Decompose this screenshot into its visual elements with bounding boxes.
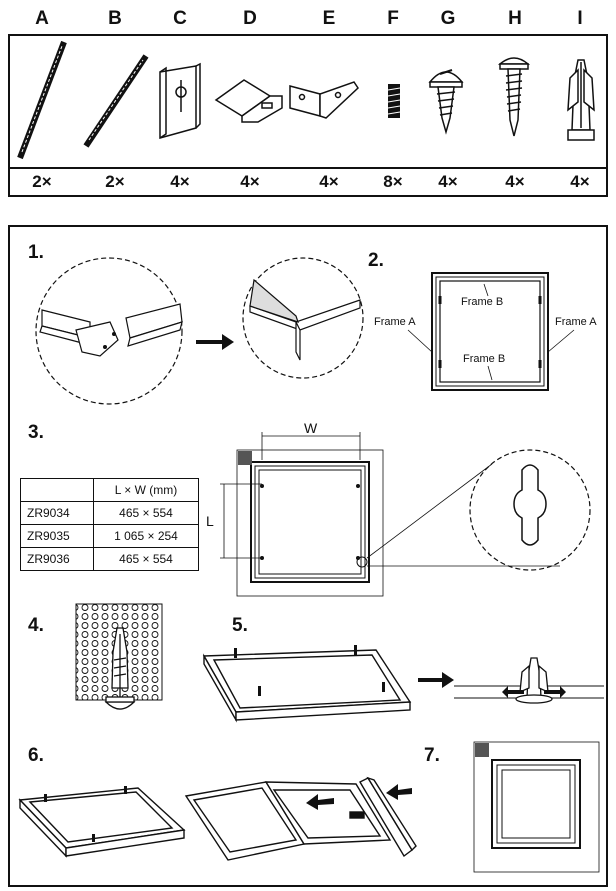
instructions-box bbox=[8, 225, 608, 887]
table-header-dims: L × W (mm) bbox=[93, 478, 199, 502]
corner-hatch bbox=[238, 451, 252, 465]
table-cell-model: ZR9036 bbox=[20, 547, 94, 571]
step-1-number: 1. bbox=[28, 242, 44, 263]
angle-bracket-d-icon bbox=[214, 79, 283, 123]
step-7-number: 7. bbox=[424, 745, 440, 766]
arrow-left-icon-2 bbox=[386, 784, 412, 800]
screw-h-icon bbox=[497, 57, 531, 137]
frame-b-top-label: Frame B bbox=[461, 296, 504, 308]
part-qty-g: 4× bbox=[438, 172, 458, 191]
part-letter-e: E bbox=[322, 8, 336, 29]
step-4-number: 4. bbox=[28, 615, 44, 636]
plug-expand-icon bbox=[515, 657, 553, 704]
part-letter-b: B bbox=[108, 8, 122, 29]
part-letter-f: F bbox=[387, 8, 399, 29]
angle-bracket-e-icon bbox=[289, 81, 359, 119]
arrow-right-icon bbox=[418, 672, 454, 688]
keyhole-icon bbox=[513, 464, 547, 546]
part-qty-f: 8× bbox=[383, 172, 403, 191]
step-5-number: 5. bbox=[232, 615, 248, 636]
parts-illustrations bbox=[17, 40, 595, 160]
frame-rail-b-icon bbox=[83, 54, 149, 148]
arrow-left-icon bbox=[306, 794, 334, 810]
spring-f-icon bbox=[387, 84, 401, 118]
parts-list-box bbox=[8, 34, 608, 197]
table-row: ZR9035 1 065 × 254 bbox=[20, 524, 199, 548]
table-row: ZR9036 465 × 554 bbox=[20, 547, 199, 571]
part-qty-h: 4× bbox=[505, 172, 525, 191]
table-cell-dims: 465 × 554 bbox=[93, 547, 199, 571]
step-3-number: 3. bbox=[28, 422, 44, 443]
dimensions-table: L × W (mm) ZR9034 465 × 554 ZR9035 1 065… bbox=[20, 478, 199, 571]
table-cell-dims: 465 × 554 bbox=[93, 501, 199, 525]
part-letter-a: A bbox=[35, 8, 49, 29]
step-2-number: 2. bbox=[368, 250, 384, 271]
part-qty-e: 4× bbox=[319, 172, 339, 191]
table-header-empty bbox=[20, 478, 94, 502]
wall-plug-i-icon bbox=[567, 59, 595, 141]
length-dimension-label: L bbox=[206, 513, 214, 529]
part-letter-g: G bbox=[440, 8, 456, 29]
arrow-right-icon bbox=[196, 334, 234, 350]
parts-divider bbox=[8, 167, 608, 169]
part-letter-c: C bbox=[173, 8, 187, 29]
screw-g-icon bbox=[428, 69, 464, 135]
arrow-left-icon bbox=[502, 686, 524, 698]
part-letter-h: H bbox=[508, 8, 522, 29]
table-row: ZR9034 465 × 554 bbox=[20, 501, 199, 525]
part-qty-b: 2× bbox=[105, 172, 125, 191]
plug-screw-icon bbox=[104, 627, 136, 710]
frame-rail-a-icon bbox=[17, 40, 67, 160]
part-qty-a: 2× bbox=[32, 172, 52, 191]
frame-b-bottom-label: Frame B bbox=[463, 353, 506, 365]
part-qty-d: 4× bbox=[240, 172, 260, 191]
frame-a-right-label: Frame A bbox=[555, 316, 597, 328]
width-dimension-label: W bbox=[304, 420, 318, 436]
part-letter-i: I bbox=[577, 8, 583, 29]
table-cell-dims: 1 065 × 254 bbox=[93, 524, 199, 548]
step-6-number: 6. bbox=[28, 745, 44, 766]
arrow-right-small-icon bbox=[544, 686, 566, 698]
frame-a-left-label: Frame A bbox=[374, 316, 416, 328]
keyhole-bracket-c-icon bbox=[159, 62, 201, 139]
part-qty-c: 4× bbox=[170, 172, 190, 191]
table-cell-model: ZR9035 bbox=[20, 524, 94, 548]
part-letter-d: D bbox=[243, 8, 257, 29]
table-header-row: L × W (mm) bbox=[20, 478, 199, 502]
part-qty-i: 4× bbox=[570, 172, 590, 191]
